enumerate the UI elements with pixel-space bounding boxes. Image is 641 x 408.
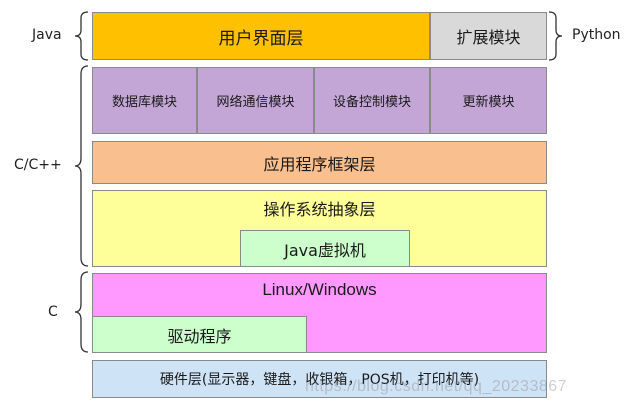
ui-layer: 用户界面层 <box>92 12 430 60</box>
watermark: https://blog.csdn.net/qq_20233867 <box>305 378 568 395</box>
extension-module-label: 扩展模块 <box>456 28 521 47</box>
app-framework-layer: 应用程序框架层 <box>92 141 547 184</box>
os-layer-label: Linux/Windows <box>262 280 377 299</box>
ccpp-brace <box>74 65 89 267</box>
java-label: Java <box>32 27 62 43</box>
ccpp-label: C/C++ <box>14 157 62 173</box>
database-module-label: 数据库模块 <box>111 95 177 110</box>
python-label: Python <box>572 27 621 43</box>
java-brace <box>74 11 89 61</box>
network-module-label: 网络通信模块 <box>216 95 295 110</box>
device-control-module-label: 设备控制模块 <box>332 95 411 110</box>
os-abstraction-layer-label: 操作系统抽象层 <box>263 200 376 219</box>
hardware-layer: 硬件层(显示器，键盘，收银箱，POS机，打印机等) <box>92 360 547 398</box>
java-vm-box: Java虚拟机 <box>240 230 410 267</box>
hardware-layer-label: 硬件层(显示器，键盘，收银箱，POS机，打印机等) <box>159 372 480 388</box>
c-label: C <box>48 304 58 320</box>
c-brace <box>74 271 89 353</box>
update-module-label: 更新模块 <box>462 95 515 110</box>
extension-module: 扩展模块 <box>430 12 547 60</box>
driver-box: 驱动程序 <box>92 316 307 353</box>
device-control-module: 设备控制模块 <box>314 67 430 134</box>
network-module: 网络通信模块 <box>197 67 314 134</box>
driver-label: 驱动程序 <box>167 326 232 346</box>
app-framework-layer-label: 应用程序框架层 <box>263 154 376 174</box>
java-vm-label: Java虚拟机 <box>284 240 366 260</box>
ui-layer-label: 用户界面层 <box>218 28 304 49</box>
database-module: 数据库模块 <box>92 67 197 134</box>
update-module: 更新模块 <box>430 67 547 134</box>
python-brace <box>548 11 563 61</box>
